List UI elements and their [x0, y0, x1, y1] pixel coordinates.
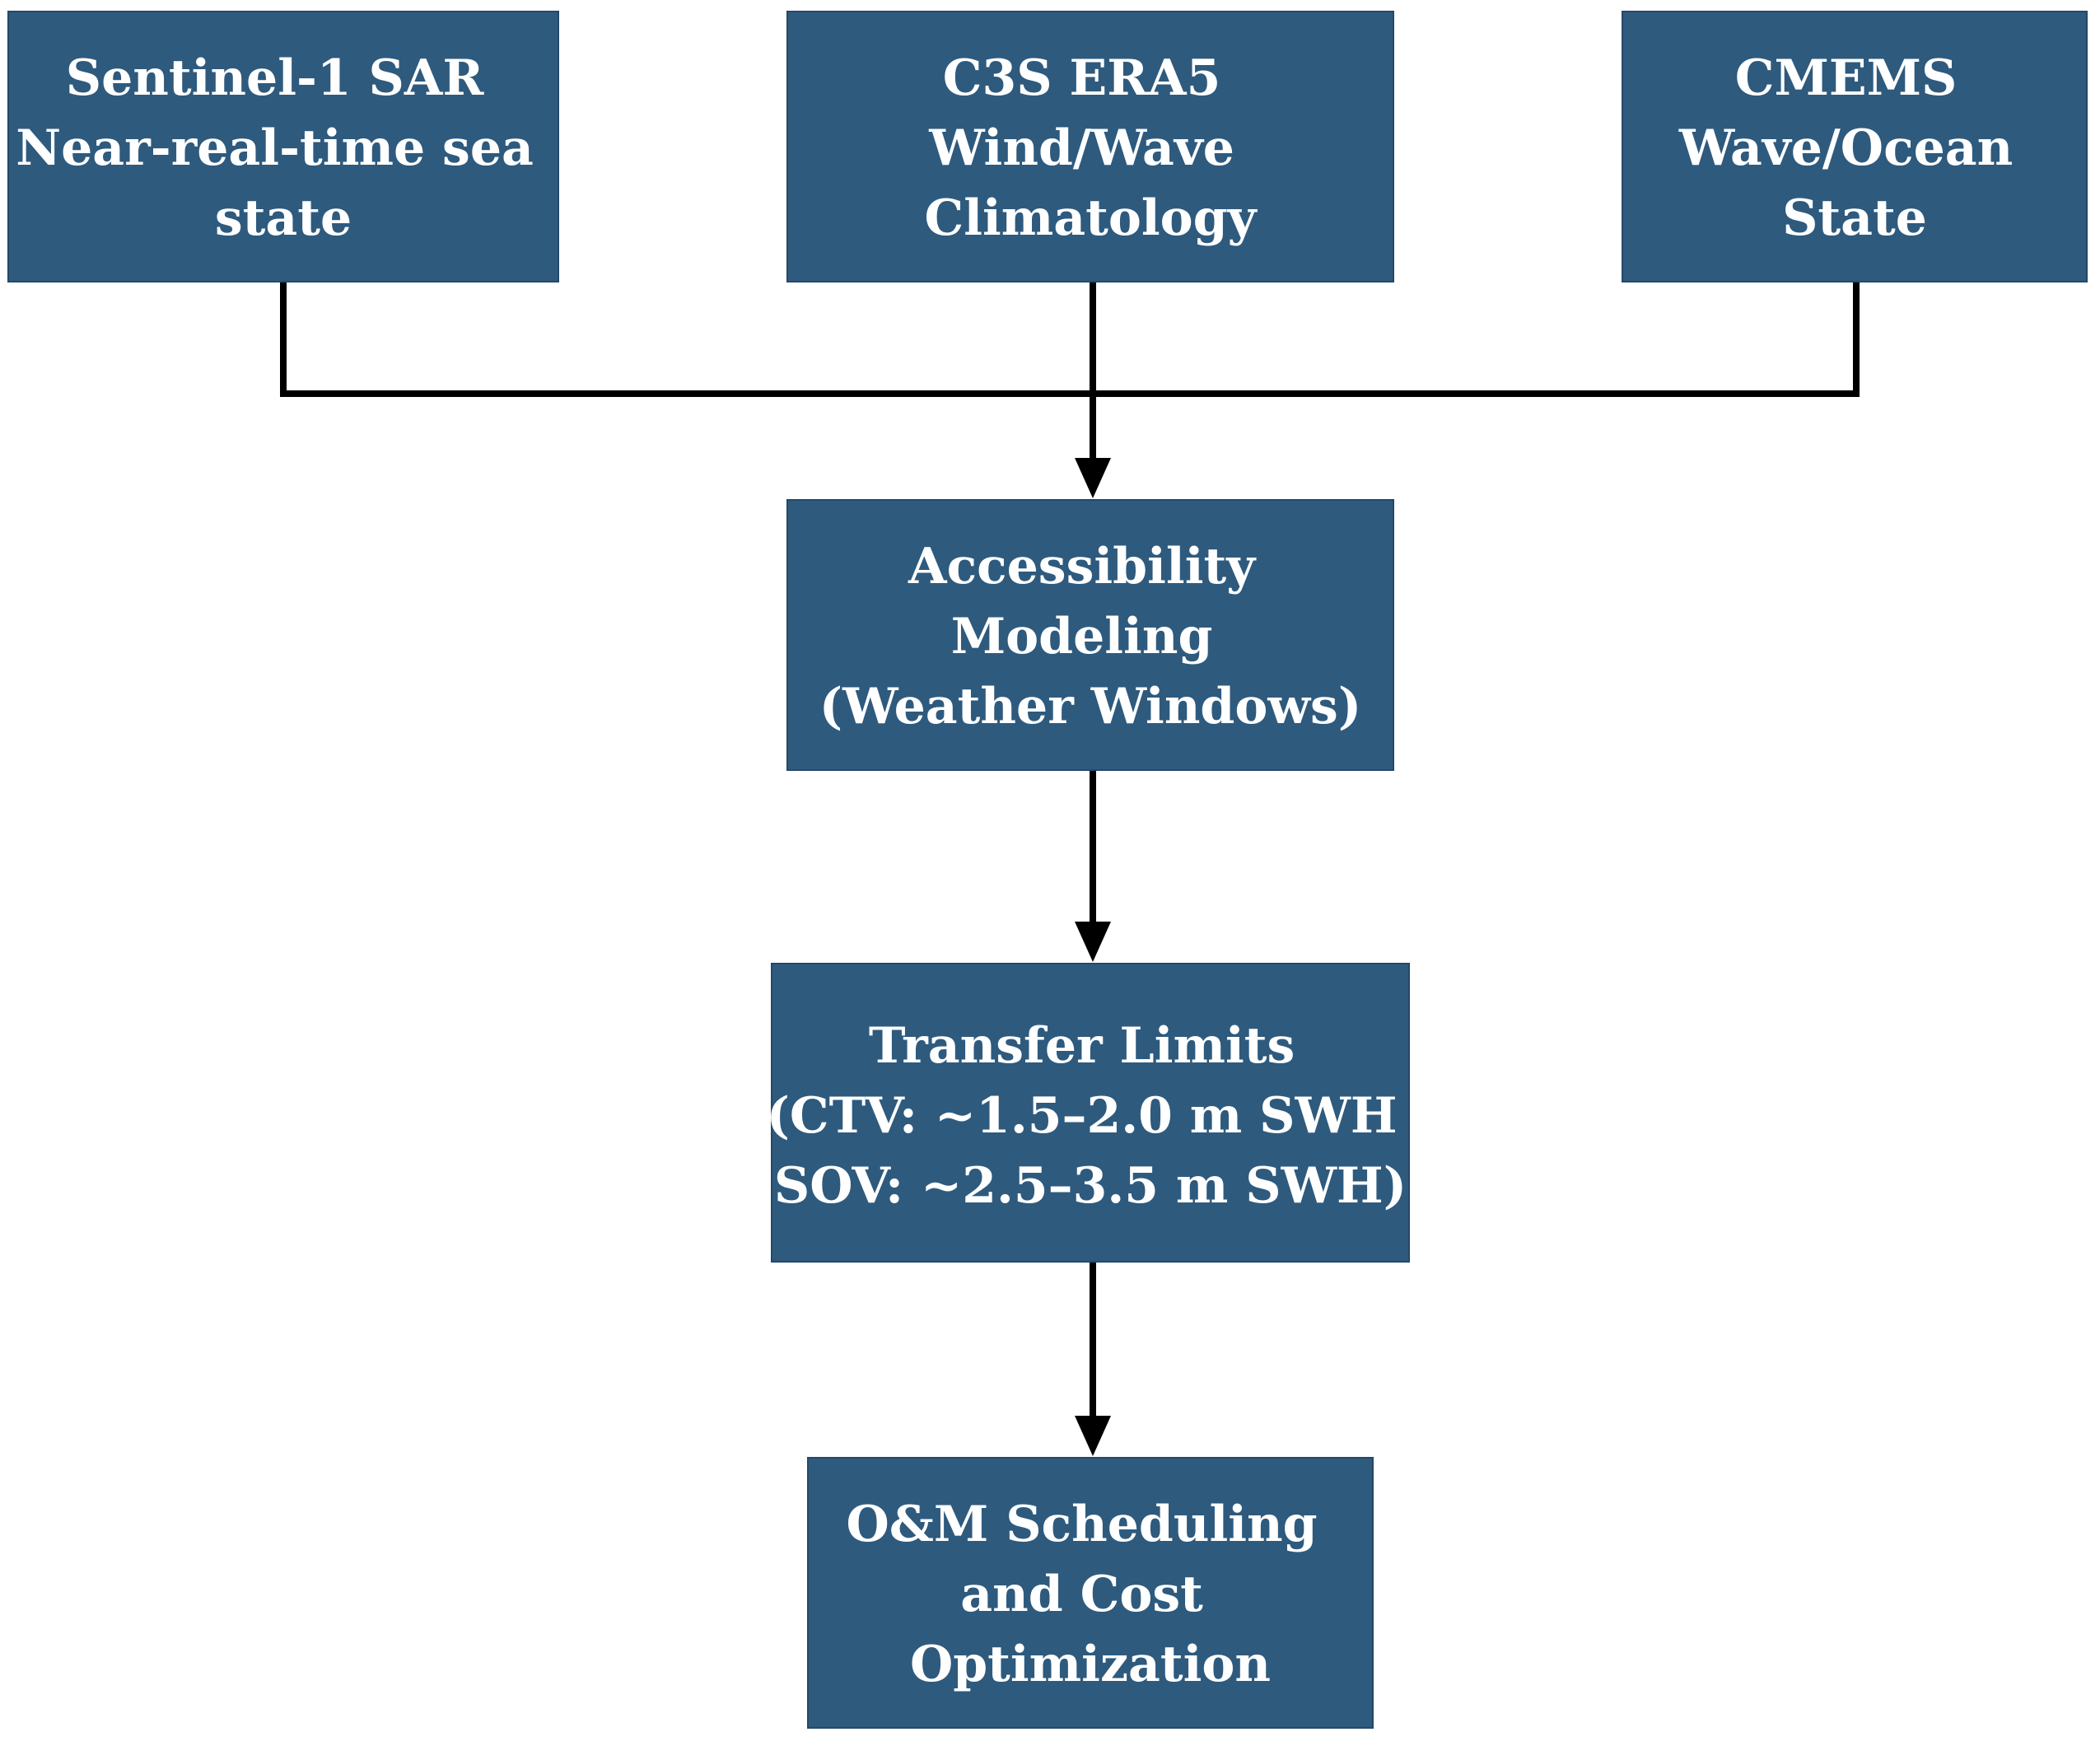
accessibility-line-2: Modeling: [951, 608, 1213, 665]
box-accessibility-modeling: Accessibility Modeling (Weather Windows): [786, 499, 1394, 771]
box-transfer-limits-rect: [771, 963, 1410, 1263]
box-c3s-era5: C3S ERA5 Wind/Wave Climatology: [786, 11, 1394, 282]
sentinel-line-1: Sentinel-1 SAR: [66, 49, 485, 107]
arrowhead-to-om: [1075, 1416, 1111, 1456]
svg-text:Accessibility Modeling: Accessibility Modeling (Weather Windows): [819, 538, 1361, 735]
svg-text:C3S ERA5 Wind/Wave: C3S ERA5 Wind/Wave Climatology: [924, 49, 1258, 247]
box-cmems: CMEMS Wave/Ocean State: [1622, 11, 2088, 282]
box-transfer-limits: Transfer Limits (CTV: ~1.5–2.0 m SWH SOV…: [767, 963, 1415, 1263]
om-line-1: O&M Scheduling: [846, 1496, 1317, 1553]
om-line-3: Optimization: [910, 1636, 1271, 1693]
connector-sentinel-to-merge: [280, 282, 1860, 397]
svg-text:Sentinel-1 SAR Near-real: Sentinel-1 SAR Near-real-time sea state: [16, 49, 551, 247]
svg-text:O&M Scheduling and Cost: O&M Scheduling and Cost Optimization: [846, 1496, 1334, 1693]
accessibility-line-3: (Weather Windows): [819, 678, 1361, 735]
box-sentinel-1-sar-rect: [7, 11, 559, 282]
sentinel-line-2: Near-real-time sea: [16, 119, 534, 177]
transfer-line-2: (CTV: ~1.5–2.0 m SWH: [767, 1087, 1398, 1145]
arrowhead-to-transfer: [1075, 922, 1111, 962]
transfer-line-1: Transfer Limits: [869, 1017, 1295, 1075]
svg-text:Transfer Limits (CTV: ~1: Transfer Limits (CTV: ~1.5–2.0 m SWH SOV…: [767, 1017, 1415, 1215]
transfer-line-3: SOV: ~2.5–3.5 m SWH): [774, 1157, 1407, 1215]
box-accessibility-modeling-rect: [786, 499, 1394, 771]
box-sentinel-1-sar: Sentinel-1 SAR Near-real-time sea state: [7, 11, 559, 282]
om-line-2: and Cost: [960, 1566, 1203, 1623]
box-om-scheduling-rect: [807, 1457, 1374, 1729]
cmems-line-3: State: [1782, 189, 1927, 247]
accessibility-line-1: Accessibility: [908, 538, 1257, 595]
era5-line-2: Wind/Wave: [928, 119, 1234, 177]
sentinel-line-3: state: [215, 189, 352, 247]
svg-text:CMEMS Wave/Ocean S: CMEMS Wave/Ocean State: [1678, 49, 2030, 247]
cmems-line-1: CMEMS: [1735, 49, 1958, 107]
box-c3s-era5-rect: [786, 11, 1394, 282]
cmems-line-2: Wave/Ocean: [1678, 119, 2013, 177]
box-om-scheduling: O&M Scheduling and Cost Optimization: [807, 1457, 1374, 1729]
era5-line-3: Climatology: [924, 189, 1258, 247]
arrowhead-to-accessibility: [1075, 458, 1111, 498]
box-cmems-rect: [1622, 11, 2088, 282]
era5-line-1: C3S ERA5: [943, 49, 1221, 107]
connectors: [280, 282, 1860, 1456]
